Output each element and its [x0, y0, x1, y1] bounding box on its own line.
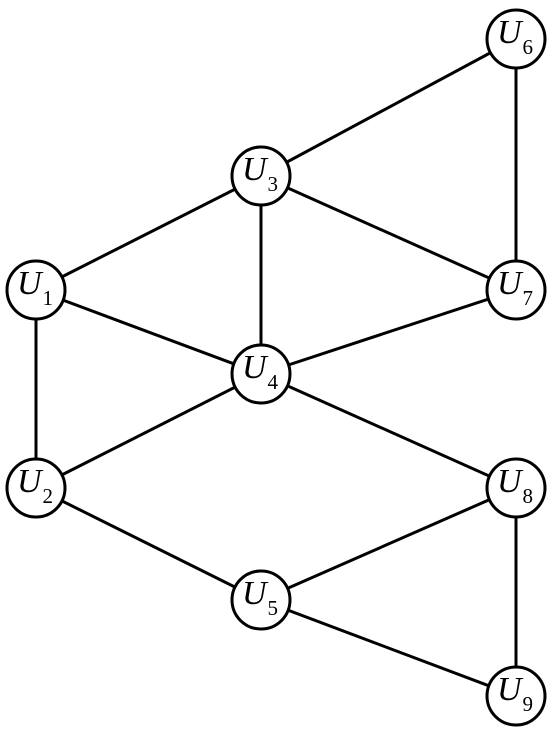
node-circle: [230, 569, 292, 631]
node-label: U8: [497, 463, 533, 508]
node-label-main: U: [242, 151, 269, 188]
node-label-main: U: [497, 14, 524, 51]
node-circle: [485, 259, 547, 321]
node-label-subscript: 9: [523, 692, 534, 716]
node-label: U6: [497, 14, 533, 59]
node-label-main: U: [242, 575, 269, 612]
node-label-main: U: [242, 349, 269, 386]
node-label-subscript: 7: [523, 286, 534, 310]
node-u7: U7: [485, 259, 547, 321]
node-label-main: U: [497, 671, 524, 708]
edge-u5-u9: [260, 598, 517, 698]
node-label-main: U: [497, 463, 524, 500]
node-label: U9: [497, 671, 533, 716]
node-label-subscript: 8: [523, 484, 534, 508]
node-label: U3: [242, 151, 278, 196]
node-u4: U4: [230, 343, 292, 405]
node-circle: [230, 343, 292, 405]
node-u9: U9: [485, 665, 547, 727]
edge-u1-u3: [35, 174, 262, 292]
node-label: U1: [17, 265, 53, 310]
node-label-main: U: [17, 463, 44, 500]
node-u6: U6: [485, 8, 547, 70]
node-u5: U5: [230, 569, 292, 631]
node-circle: [485, 665, 547, 727]
node-label-subscript: 3: [268, 172, 279, 196]
graph-edges: [34, 37, 518, 698]
node-label: U7: [497, 265, 533, 310]
edge-u3-u6: [260, 37, 517, 178]
edge-u5-u8: [260, 486, 517, 602]
node-circle: [5, 457, 67, 519]
edge-u4-u8: [260, 372, 517, 490]
node-circle: [485, 8, 547, 70]
node-u2: U2: [5, 457, 67, 519]
edge-u1-u4: [35, 288, 262, 376]
edge-u3-u7: [260, 174, 517, 292]
node-circle: [485, 457, 547, 519]
node-label-subscript: 1: [43, 286, 54, 310]
node-label-subscript: 2: [43, 484, 54, 508]
node-u3: U3: [230, 145, 292, 207]
node-label-main: U: [497, 265, 524, 302]
node-label: U5: [242, 575, 278, 620]
edge-u7-u4: [260, 288, 517, 376]
node-circle: [230, 145, 292, 207]
node-label-main: U: [17, 265, 44, 302]
node-label-subscript: 5: [268, 596, 279, 620]
node-u8: U8: [485, 457, 547, 519]
edge-u2-u5: [35, 486, 262, 602]
node-label-subscript: 6: [523, 35, 534, 59]
edge-u4-u2: [35, 372, 262, 490]
node-u1: U1: [5, 259, 67, 321]
node-label: U4: [242, 349, 279, 394]
node-label: U2: [17, 463, 53, 508]
node-label-subscript: 4: [268, 370, 279, 394]
node-circle: [5, 259, 67, 321]
